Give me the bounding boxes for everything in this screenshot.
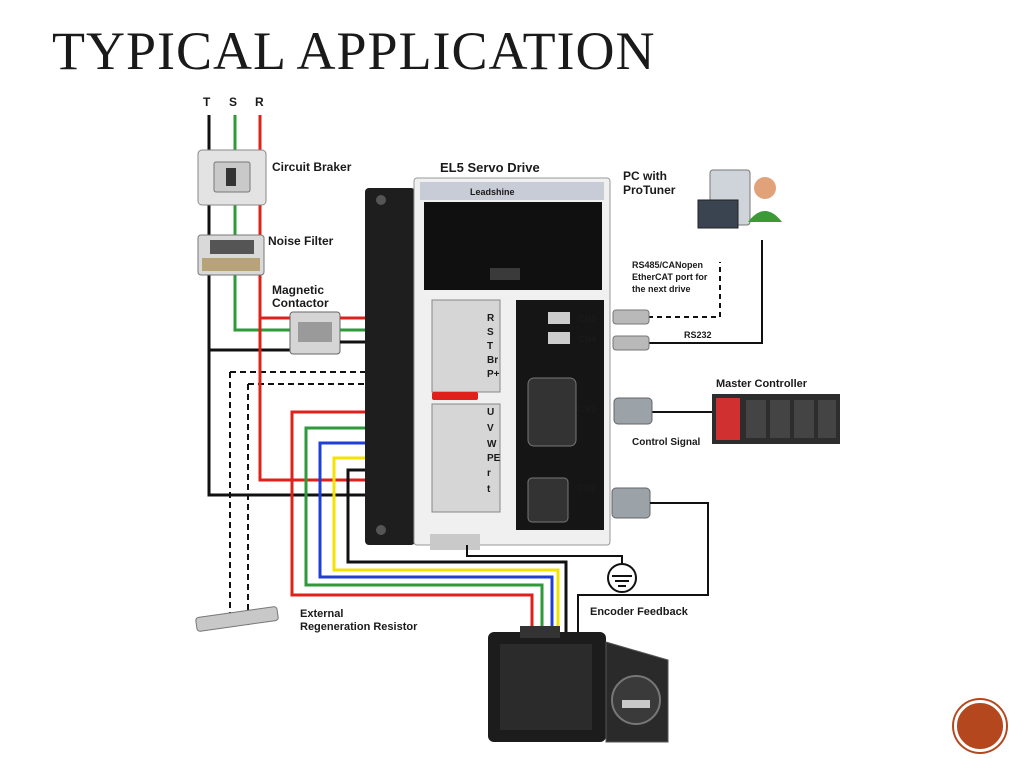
noise-filter-label: Noise Filter	[268, 234, 334, 248]
servo-motor	[488, 626, 669, 743]
rs485-connector	[612, 309, 650, 325]
magnetic-contactor-label: Magnetic Contactor	[272, 283, 329, 310]
terminal-u: U	[487, 407, 494, 418]
decorative-circle	[954, 700, 1006, 752]
terminal-r: R	[487, 313, 495, 324]
master-controller	[712, 394, 840, 444]
regeneration-resistor-label: External Regeneration Resistor	[300, 608, 418, 633]
rs232-connector	[612, 335, 650, 351]
circuit-breaker-label: Circuit Braker	[272, 160, 352, 174]
magnetic-contactor	[289, 311, 341, 355]
pc-icon	[697, 169, 782, 229]
control-signal-label: Control Signal	[632, 437, 701, 448]
control-signal-connector	[613, 397, 653, 425]
terminal-t-lower: t	[487, 484, 491, 495]
regeneration-resistor	[195, 606, 279, 632]
port-cn4: CN4	[578, 334, 596, 344]
motor-terminal-labels: U V W PE r t	[487, 407, 501, 495]
rs232-label: RS232	[684, 330, 712, 340]
encoder-feedback-label: Encoder Feedback	[590, 606, 689, 618]
port-labels: CN3 CN4 CN1 CN2	[578, 314, 596, 493]
slide-title: TYPICAL APPLICATION	[52, 21, 656, 81]
port-cn3: CN3	[578, 314, 596, 324]
pc-label: PC with ProTuner	[623, 169, 676, 197]
circuit-breaker	[197, 149, 267, 206]
master-controller-label: Master Controller	[716, 378, 808, 390]
terminal-t: T	[487, 341, 493, 352]
servo-drive	[365, 177, 611, 550]
phase-label-s: S	[229, 95, 237, 109]
port-cn2: CN2	[578, 483, 596, 493]
motor-wires	[290, 410, 568, 632]
terminal-w: W	[487, 439, 497, 450]
encoder-connector	[611, 487, 651, 519]
encoder-wire	[577, 502, 709, 632]
terminal-p-plus: P+	[487, 369, 500, 380]
servo-drive-label: EL5 Servo Drive	[440, 160, 540, 175]
comm-wires	[648, 240, 763, 344]
phase-label-r: R	[255, 95, 264, 109]
noise-filter	[197, 234, 265, 276]
ground-icon	[466, 545, 637, 593]
phase-label-t: T	[203, 95, 211, 109]
terminal-br: Br	[487, 355, 498, 366]
terminal-v: V	[487, 423, 494, 434]
comm-label: RS485/CANopen EtherCAT port for the next…	[632, 260, 710, 294]
terminal-pe: PE	[487, 453, 501, 464]
brand-label: Leadshine	[470, 187, 515, 197]
terminal-s: S	[487, 327, 494, 338]
comm-ports	[548, 312, 570, 344]
power-terminal-labels: R S T Br P+	[487, 313, 500, 380]
port-cn1: CN1	[578, 404, 596, 414]
terminal-r-lower: r	[487, 468, 491, 479]
